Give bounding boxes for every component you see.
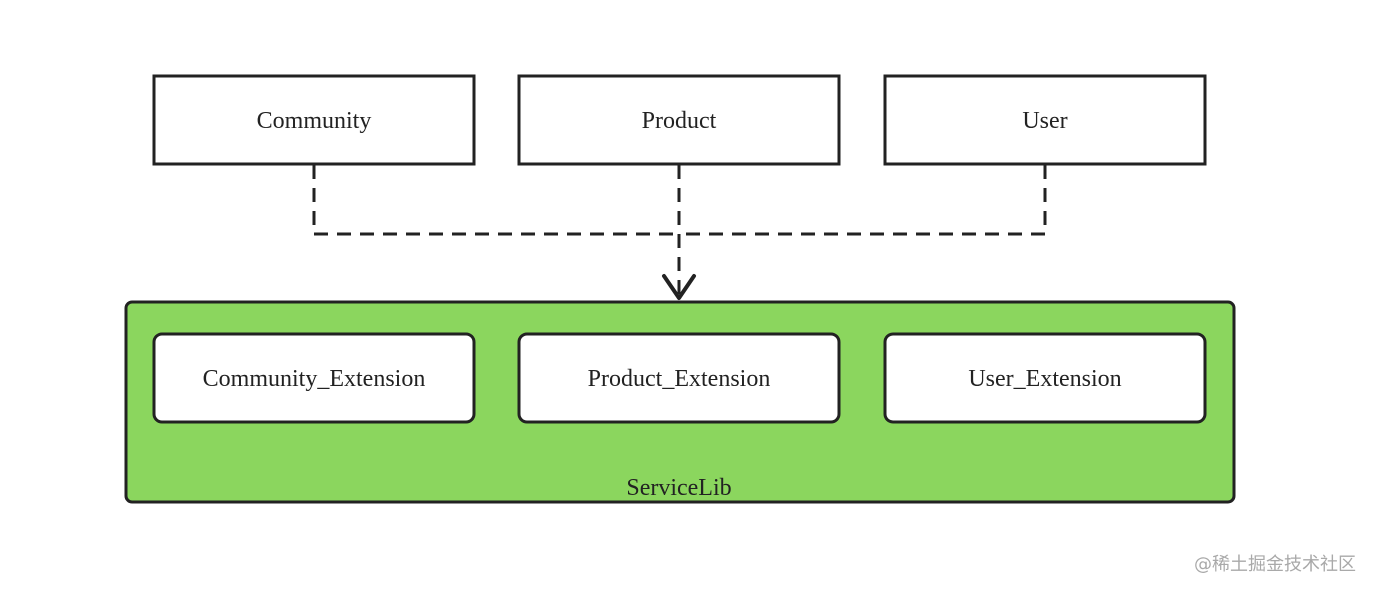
connector-community <box>312 165 679 236</box>
node-community[interactable]: Community <box>152 74 476 166</box>
node-product-label: Product <box>642 108 717 134</box>
dependency-connectors <box>312 165 1047 298</box>
servicelib-container[interactable]: Community_Extension Product_Extension Us… <box>124 300 1236 504</box>
node-product[interactable]: Product <box>517 74 841 166</box>
node-user-label: User <box>1022 108 1067 134</box>
node-user-extension[interactable]: User_Extension <box>883 332 1207 424</box>
connector-user <box>679 165 1047 236</box>
arrow-head <box>662 274 696 300</box>
servicelib-label: ServiceLib <box>626 475 731 501</box>
node-community-extension-label: Community_Extension <box>203 366 426 392</box>
watermark: @稀土掘金技术社区 <box>1194 554 1356 575</box>
node-product-extension-label: Product_Extension <box>588 366 771 392</box>
node-community-extension[interactable]: Community_Extension <box>152 332 476 424</box>
node-product-extension[interactable]: Product_Extension <box>517 332 841 424</box>
node-community-label: Community <box>257 108 372 134</box>
node-user-extension-label: User_Extension <box>968 366 1121 392</box>
node-user[interactable]: User <box>883 74 1207 166</box>
